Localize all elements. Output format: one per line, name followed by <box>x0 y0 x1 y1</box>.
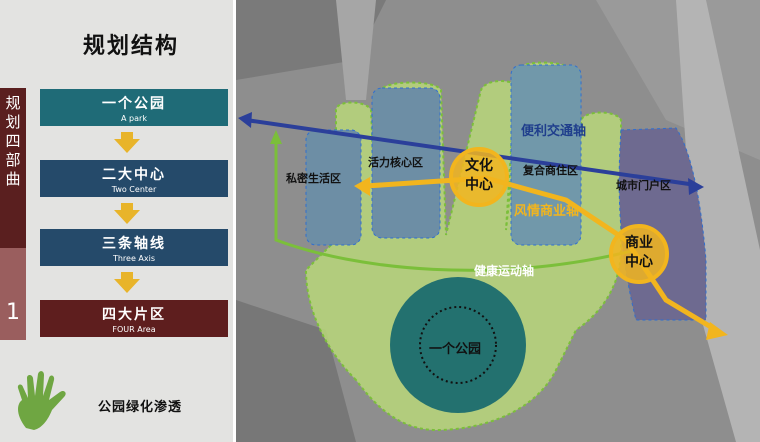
step-en: Two Center <box>111 185 157 194</box>
down-arrow-icon <box>114 279 140 293</box>
culture-center-circle <box>449 147 509 207</box>
step-box-area: 四大片区 FOUR Area <box>40 300 228 337</box>
zone-private-block <box>305 129 362 246</box>
traffic-axis-arrow-right-icon <box>688 178 704 195</box>
map-drawing <box>236 0 760 442</box>
commerce-center-label: 商业 中心 <box>615 234 663 272</box>
side-bar-dark <box>0 88 26 248</box>
commerce-axis-arrow-right-icon <box>706 322 728 340</box>
legend-panel: 规划结构 规划四部曲 1 一个公园 A park 二大中心 Two Center… <box>0 0 233 442</box>
step-zh: 二大中心 <box>102 167 166 183</box>
down-arrow-icon <box>114 210 140 224</box>
zone-mixed-label: 复合商住区 <box>523 164 578 177</box>
zone-vitality-block <box>371 87 441 239</box>
step-zh: 一个公园 <box>102 96 166 112</box>
traffic-axis-arrow-left-icon <box>238 112 252 128</box>
planning-map: 私密生活区 活力核心区 复合商住区 城市门户区 文化 中心 商业 中心 便利交通… <box>236 0 760 442</box>
health-axis-arrow-icon <box>270 130 282 144</box>
zone-gateway-label: 城市门户区 <box>616 179 671 192</box>
park-label: 一个公园 <box>429 342 482 357</box>
zone-vitality-label: 活力核心区 <box>368 156 423 169</box>
park-inner-ring <box>419 306 497 384</box>
commerce-center-circle <box>609 224 669 284</box>
culture-center-label: 文化 中心 <box>455 157 503 195</box>
step-en: Three Axis <box>112 254 156 263</box>
green-note: 公园绿化渗透 <box>98 400 183 415</box>
step-zh: 四大片区 <box>102 307 166 323</box>
commerce-axis-label: 风情商业轴 <box>514 204 580 219</box>
down-arrow-stem <box>121 203 133 210</box>
step-en: A park <box>121 114 147 123</box>
step-zh: 三条轴线 <box>102 236 166 252</box>
zone-private-label: 私密生活区 <box>286 172 341 185</box>
step-box-center: 二大中心 Two Center <box>40 160 228 197</box>
road <box>676 0 760 442</box>
step-en: FOUR Area <box>112 325 156 334</box>
commerce-axis-arrow-left-icon <box>354 177 370 196</box>
side-number: 1 <box>6 300 20 325</box>
side-bar-light <box>0 248 26 340</box>
health-axis-label: 健康运动轴 <box>474 264 535 278</box>
down-arrow-stem <box>121 132 133 139</box>
side-label: 规划四部曲 <box>5 94 21 188</box>
legend-title: 规划结构 <box>82 33 179 59</box>
step-box-axis: 三条轴线 Three Axis <box>40 229 228 266</box>
health-axis-line <box>274 140 637 272</box>
green-hand-icon <box>17 371 66 430</box>
commerce-center-text: 商业 中心 <box>625 235 653 270</box>
step-box-park: 一个公园 A park <box>40 89 228 126</box>
down-arrow-icon <box>114 139 140 153</box>
down-arrow-stem <box>121 272 133 279</box>
culture-center-text: 文化 中心 <box>465 158 493 193</box>
traffic-axis-label: 便利交通轴 <box>521 124 587 139</box>
